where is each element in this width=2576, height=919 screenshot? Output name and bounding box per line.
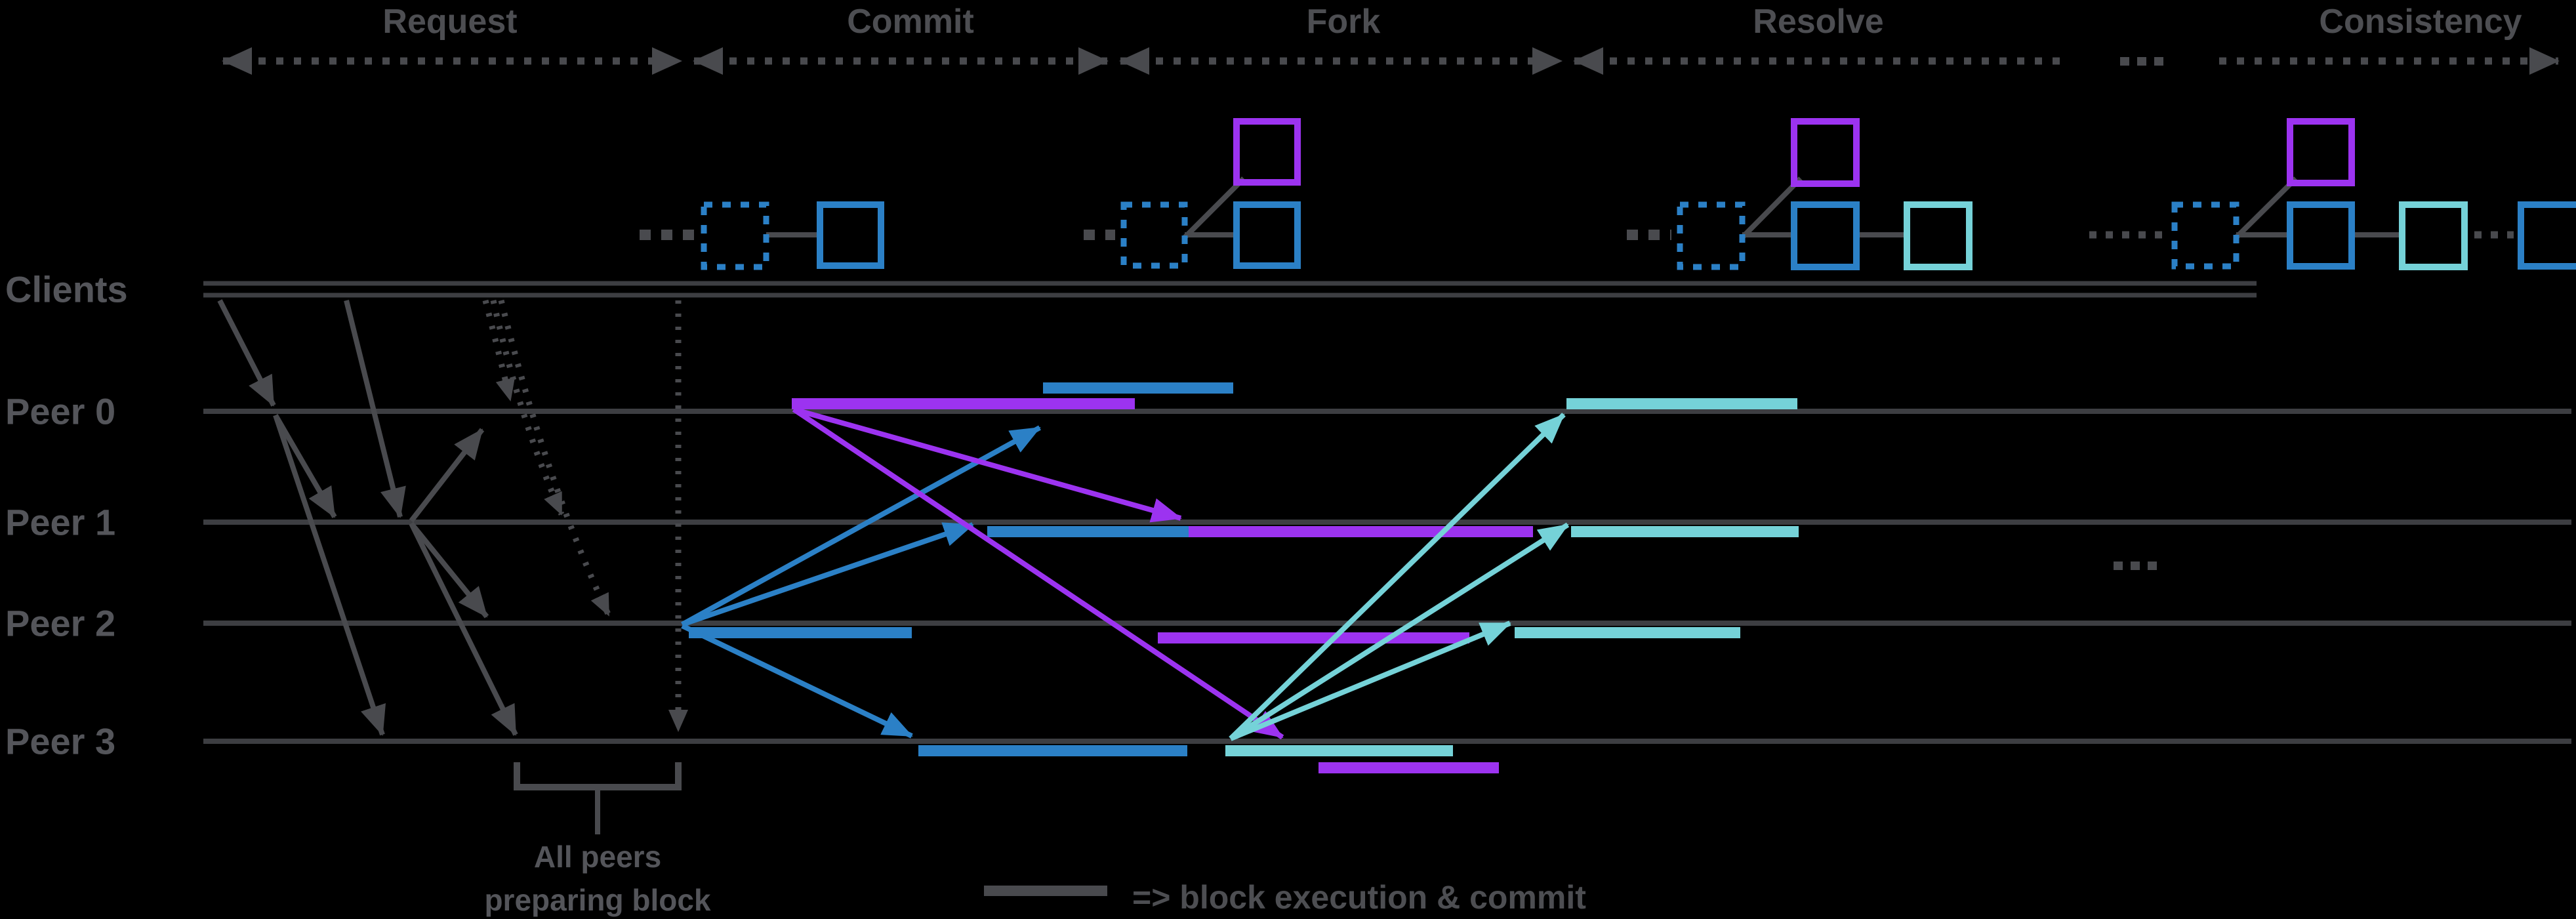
peer0-purple-execution-bar bbox=[792, 398, 1135, 409]
bracket-caption-line1: All peers bbox=[534, 840, 661, 874]
timeline-ellipsis-dot bbox=[2131, 562, 2140, 570]
gray-message-arrow bbox=[409, 428, 485, 523]
cyan-message-arrow bbox=[1229, 413, 1566, 741]
blue-block-square bbox=[2518, 201, 2576, 270]
peer2-cyan-execution-bar bbox=[1515, 627, 1740, 638]
phase-label-consistency: Consistency bbox=[2319, 3, 2522, 41]
cyan-message-arrow bbox=[1229, 621, 1511, 741]
lane-label-peer1: Peer 1 bbox=[5, 502, 115, 543]
purple-block-square bbox=[2287, 118, 2355, 186]
legend: => block execution & commit bbox=[984, 879, 1586, 916]
phase-label-fork: Fork bbox=[1307, 3, 1381, 41]
blockchain-group-commit-chain bbox=[640, 201, 884, 270]
purple-block-square bbox=[1791, 118, 1860, 187]
peer0-blue-execution-bar bbox=[1043, 382, 1233, 394]
peer3-cyan-execution-bar bbox=[1225, 745, 1453, 756]
chain-fork-connector bbox=[1183, 176, 1246, 239]
gray-message-arrow bbox=[409, 522, 518, 736]
purple-block-square bbox=[1233, 118, 1301, 186]
peer1-blue-execution-bar bbox=[987, 526, 1214, 537]
chain-fork-connector bbox=[1740, 176, 1803, 239]
peer0-cyan-execution-bar bbox=[1566, 398, 1797, 409]
peer2-purple-execution-bar bbox=[1158, 632, 1469, 643]
gray-message-arrow bbox=[273, 414, 386, 736]
pending-block-dotted-square bbox=[701, 201, 769, 270]
all-peers-bracket: All peers preparing block bbox=[484, 762, 711, 917]
blue-block-square bbox=[1233, 201, 1301, 269]
dotted-request-arrow bbox=[490, 300, 565, 516]
chain-fork-connector bbox=[2234, 176, 2298, 239]
cyan-block-square bbox=[1904, 201, 1973, 270]
blockchain-group-consistency-chain bbox=[2089, 118, 2576, 270]
timeline-ellipsis-dot bbox=[2114, 562, 2123, 570]
phase-ellipsis-dot bbox=[2137, 57, 2146, 66]
gray-message-arrow bbox=[273, 413, 337, 519]
legend-bar-swatch bbox=[984, 886, 1107, 896]
peer2-blue-execution-bar bbox=[689, 627, 912, 638]
blue-message-arrow bbox=[681, 522, 974, 627]
pending-block-dotted-square bbox=[1120, 201, 1188, 269]
dotted-request-arrow bbox=[482, 299, 515, 401]
blue-message-arrow bbox=[681, 623, 913, 739]
dotted-request-arrow bbox=[498, 299, 612, 617]
cyan-message-arrow bbox=[1229, 522, 1570, 741]
bracket-shape bbox=[514, 762, 682, 790]
lane-label-peer3: Peer 3 bbox=[5, 721, 115, 762]
gray-message-arrow bbox=[409, 521, 489, 619]
phase-label-resolve: Resolve bbox=[1753, 3, 1883, 41]
blue-block-square bbox=[1791, 201, 1860, 270]
gray-message-arrow bbox=[217, 299, 276, 407]
blockchain-group-resolve-chain bbox=[1627, 118, 1973, 270]
phase-ellipsis-dot bbox=[2120, 57, 2129, 66]
phase-label-request: Request bbox=[382, 3, 517, 41]
gray-message-arrow bbox=[344, 300, 406, 518]
blockchain-group-fork-chain bbox=[1084, 118, 1301, 269]
peer1-cyan-execution-bar bbox=[1571, 526, 1799, 537]
cyan-block-square bbox=[2399, 201, 2468, 270]
peer3-blue-execution-bar bbox=[918, 745, 1187, 756]
legend-label: => block execution & commit bbox=[1132, 879, 1586, 916]
lane-label-peer0: Peer 0 bbox=[5, 391, 115, 432]
blue-block-square bbox=[2287, 201, 2355, 270]
lane-label-clients: Clients bbox=[5, 269, 128, 310]
timeline-ellipsis-dot bbox=[2148, 562, 2157, 570]
lane-label-peer2: Peer 2 bbox=[5, 603, 115, 644]
pending-block-dotted-square bbox=[2171, 201, 2239, 270]
peer1-purple-execution-bar bbox=[1189, 526, 1533, 537]
pending-block-dotted-square bbox=[1677, 201, 1746, 270]
phase-label-commit: Commit bbox=[847, 3, 974, 41]
phase-ellipsis-dot bbox=[2154, 57, 2163, 66]
purple-message-arrow bbox=[792, 407, 1182, 523]
peer3-purple-execution-bar bbox=[1319, 762, 1499, 773]
blue-block-square bbox=[817, 201, 884, 269]
purple-message-arrow bbox=[792, 407, 1284, 740]
bracket-caption-line2: preparing block bbox=[484, 883, 710, 917]
